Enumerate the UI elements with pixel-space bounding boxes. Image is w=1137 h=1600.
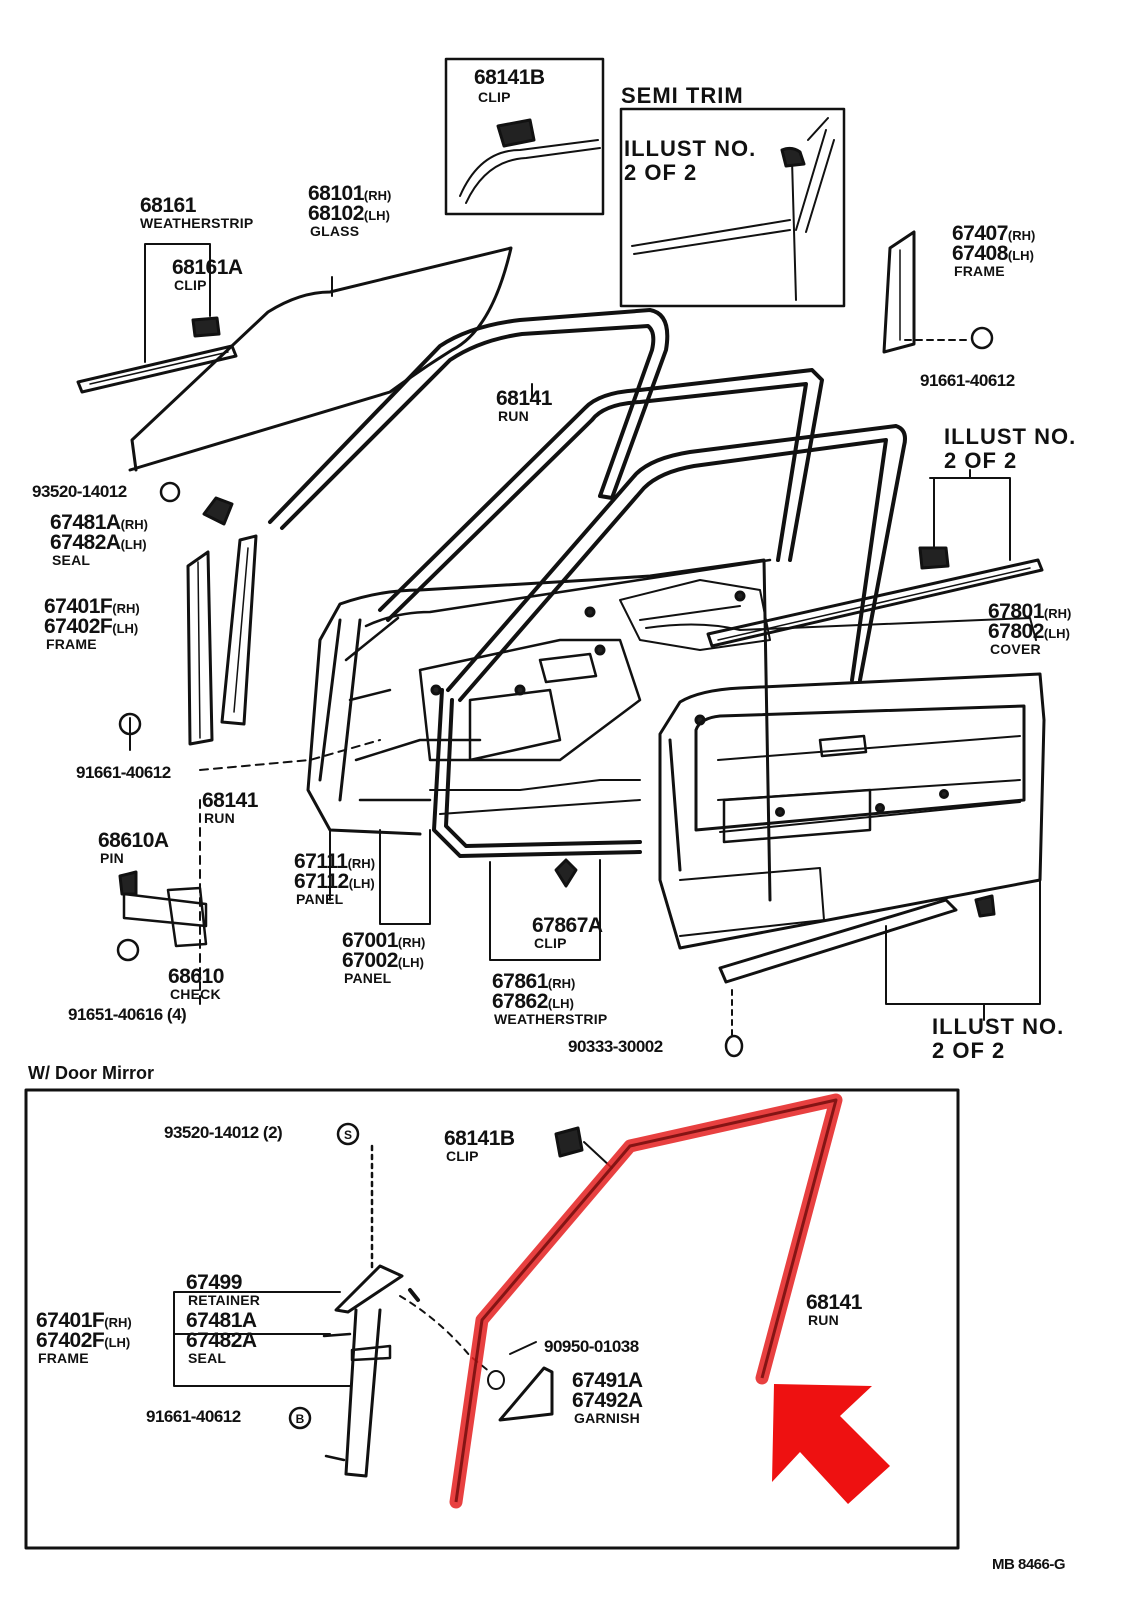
part-67482a-number: 67482A(LH) xyxy=(50,531,147,554)
part-68141-run-name: RUN xyxy=(498,408,529,424)
part-67867a-number: 67867A xyxy=(532,914,603,937)
part-68102-name: GLASS xyxy=(310,223,360,239)
door-glass-outline xyxy=(128,246,513,472)
part-68141-run-number: 68141 xyxy=(496,387,552,410)
door-trim-panel xyxy=(658,672,1046,950)
part-68102-number: 68102(LH) xyxy=(308,202,390,225)
ref-91661-40612-left: 91661-40612 xyxy=(76,763,171,782)
part-68141b-name: CLIP xyxy=(478,89,511,105)
mirror-part-67492a-name: GARNISH xyxy=(574,1410,640,1426)
clip-detail-box xyxy=(444,57,605,216)
part-67801-number: 67801(RH) xyxy=(988,600,1072,623)
mirror-ref-90950-01038: 90950-01038 xyxy=(544,1337,639,1356)
mirror-part-67402f-number: 67402F(LH) xyxy=(36,1329,131,1352)
part-67482a-name: SEAL xyxy=(52,552,91,568)
semi-trim-illust-line1: ILLUST NO. xyxy=(624,136,757,161)
footer-code: MB 8466-G xyxy=(992,1556,1066,1573)
part-68161-name: WEATHERSTRIP xyxy=(140,215,254,231)
mirror-part-67481a-number: 67481A xyxy=(186,1309,257,1332)
part-67407-number: 67407(RH) xyxy=(952,222,1036,245)
red-arrow-icon xyxy=(772,1384,890,1504)
door-outer-panel xyxy=(306,558,772,902)
ref-91661-40612-top: 91661-40612 xyxy=(920,371,1015,390)
part-67111-number: 67111(RH) xyxy=(294,850,376,873)
part-68141-run-left-number: 68141 xyxy=(202,789,258,812)
part-67002-number: 67002(LH) xyxy=(342,949,424,972)
mirror-part-68141b-name: CLIP xyxy=(446,1148,479,1164)
part-67402f-name: FRAME xyxy=(46,636,97,652)
part-68610a-name: PIN xyxy=(100,850,124,866)
part-68161a-name: CLIP xyxy=(174,277,207,293)
mirror-part-67401f-number: 67401F(RH) xyxy=(36,1309,132,1332)
part-67861-number: 67861(RH) xyxy=(492,970,576,993)
illust-bottom-line2: 2 OF 2 xyxy=(932,1038,1006,1063)
part-68610a-number: 68610A xyxy=(98,829,169,852)
semi-trim-title: SEMI TRIM xyxy=(621,83,744,108)
ref-91651-40616: 91651-40616 (4) xyxy=(68,1005,187,1024)
fastener-b-symbol: B xyxy=(296,1412,305,1426)
illust-right-line2: 2 OF 2 xyxy=(944,448,1018,473)
ref-90333-30002: 90333-30002 xyxy=(568,1037,663,1056)
door-mirror-section-box xyxy=(24,1088,960,1550)
part-68141b-number: 68141B xyxy=(474,66,545,89)
part-67402f-number: 67402F(LH) xyxy=(44,615,139,638)
mirror-part-67482a-name: SEAL xyxy=(188,1350,227,1366)
mirror-part-68141-number: 68141 xyxy=(806,1291,862,1314)
mirror-part-68141b-number: 68141B xyxy=(444,1127,515,1150)
part-67001-number: 67001(RH) xyxy=(342,929,426,952)
part-67408-name: FRAME xyxy=(954,263,1005,279)
mirror-part-67499-name: RETAINER xyxy=(188,1292,261,1308)
part-67862-number: 67862(LH) xyxy=(492,990,574,1013)
part-67112-number: 67112(LH) xyxy=(294,870,375,893)
part-67112-name: PANEL xyxy=(296,891,344,907)
door-mirror-section-title: W/ Door Mirror xyxy=(28,1063,154,1083)
fastener-s-symbol: S xyxy=(344,1128,352,1142)
door-weatherstrip-outline xyxy=(432,424,907,858)
part-68161-number: 68161 xyxy=(140,194,196,217)
semi-trim-illust-line2: 2 OF 2 xyxy=(624,160,698,185)
part-67002-name: PANEL xyxy=(344,970,392,986)
highlighted-door-run xyxy=(449,1093,843,1509)
mirror-part-68141-name: RUN xyxy=(808,1312,839,1328)
part-67481a-number: 67481A(RH) xyxy=(50,511,148,534)
part-68141-run-left-name: RUN xyxy=(204,810,235,826)
mirror-ref-93520-14012: 93520-14012 (2) xyxy=(164,1123,283,1142)
semi-trim-box xyxy=(619,107,846,308)
part-67862-name: WEATHERSTRIP xyxy=(494,1011,608,1027)
part-67867a-name: CLIP xyxy=(534,935,567,951)
part-67401f-number: 67401F(RH) xyxy=(44,595,140,618)
mirror-ref-91661-40612: 91661-40612 xyxy=(146,1407,241,1426)
mirror-part-67402f-name: FRAME xyxy=(38,1350,89,1366)
illust-right-line1: ILLUST NO. xyxy=(944,424,1077,449)
part-67802-name: COVER xyxy=(990,641,1041,657)
mirror-part-67482a-number: 67482A xyxy=(186,1329,257,1352)
mirror-part-67492a-number: 67492A xyxy=(572,1389,643,1412)
mirror-part-67499-number: 67499 xyxy=(186,1271,242,1294)
mirror-part-67491a-number: 67491A xyxy=(572,1369,643,1392)
part-68161a-number: 68161A xyxy=(172,256,243,279)
part-67802-number: 67802(LH) xyxy=(988,620,1070,643)
part-68101-number: 68101(RH) xyxy=(308,182,392,205)
part-67408-number: 67408(LH) xyxy=(952,242,1034,265)
part-68610-number: 68610 xyxy=(168,965,224,988)
part-68610-name: CHECK xyxy=(170,986,221,1002)
ref-93520-14012: 93520-14012 xyxy=(32,482,127,501)
illust-bottom-line1: ILLUST NO. xyxy=(932,1014,1065,1039)
